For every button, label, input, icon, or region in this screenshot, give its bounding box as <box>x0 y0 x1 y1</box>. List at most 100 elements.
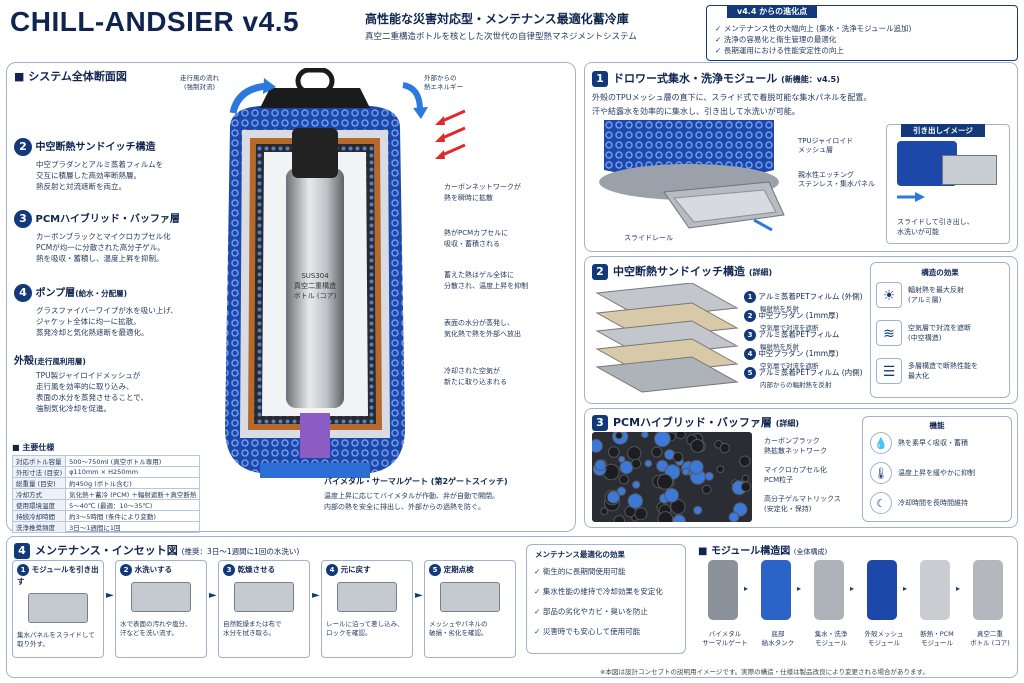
module-illustration <box>761 560 791 620</box>
maint-effect-text: 集水性能の維持で冷却効果を安定化 <box>542 587 663 596</box>
module-arrow-icon: ▸ <box>797 584 802 593</box>
specs-title: ■ 主要仕様 <box>12 443 55 452</box>
left-section-title: 外殻(走行風利用層) <box>14 352 204 367</box>
maintenance-step: 5 定期点検メッシュやパネルの 破損・劣化を確認。 <box>424 560 516 658</box>
v44-item: ✓ メンテナンス性の大幅向上 (集水・洗浄モジュール追加) <box>715 23 911 34</box>
step-illustration <box>440 582 500 612</box>
layer-item: 5 アルミ蒸着PETフィルム (内側)内部からの輻射熱を反射 <box>744 367 863 389</box>
pcm-function: 🌡温度上昇を緩やかに抑制 <box>870 462 975 484</box>
pcm-illustration <box>592 432 752 522</box>
left-section: 2 中空断熱サンドイッチ構造中空プラダンとアルミ蒸着フィルムを 交互に積層した高… <box>14 138 204 192</box>
pcm-function-text: 温度上昇を緩やかに抑制 <box>898 469 975 477</box>
step-title: 定期点検 <box>443 565 474 574</box>
maint-effects-box: メンテナンス最適化の効果 <box>526 544 686 654</box>
check-icon: ✓ <box>715 35 724 44</box>
step-illustration <box>337 582 397 612</box>
sandwich-effects-title: 構造の効果 <box>921 268 959 277</box>
check-icon: ✓ <box>715 46 724 55</box>
maint-effect-text: 部品の劣化やカビ・臭いを防止 <box>542 607 648 616</box>
maintenance-step: 4 元に戻すレールに沿って差し込み、 ロックを確認。 <box>321 560 413 658</box>
step-arrow-icon: ► <box>415 590 423 601</box>
step-illustration <box>131 582 191 612</box>
check-icon: ✓ <box>534 567 543 576</box>
sandwich-effects-box: 構造の効果 <box>870 262 1010 398</box>
step-text: 自然乾燥または布で 水分を拭き取る。 <box>223 620 282 637</box>
maint-effect: ✓ 集水性能の維持で冷却効果を安定化 <box>534 586 663 597</box>
v44-list: ✓ メンテナンス性の大幅向上 (集水・洗浄モジュール追加)✓ 洗浄の容易化と衛生… <box>715 23 911 56</box>
step-number-badge: 5 <box>429 564 441 576</box>
module-label: 集水・洗浄 モジュール <box>814 630 848 647</box>
section-number-badge: 4 <box>14 284 32 302</box>
left-section: 3 PCMハイブリッド・バッファ層カーボンブラックとマイクロカプセル化 PCMが… <box>14 210 204 264</box>
spec-value: 3日〜1週間に1回 <box>65 521 201 533</box>
pcm-function: 💧熱を素早く吸収・蓄積 <box>870 432 968 454</box>
spec-value: 約3〜5時間 (条件により変動) <box>65 510 201 522</box>
module-label: 真空二重 ボトル (コア) <box>970 630 1010 647</box>
pcm-label: カーボンブラック 熱拡散ネットワーク <box>764 437 827 455</box>
v44-changes-box: v4.4 からの進化点 ✓ メンテナンス性の大幅向上 (集水・洗浄モジュール追加… <box>706 5 1018 61</box>
layer-item: 3 アルミ蒸着PETフィルム輻射熱を反射 <box>744 329 839 351</box>
check-icon: ✓ <box>534 587 543 596</box>
drawer-illustration <box>599 120 785 232</box>
module-illustration <box>973 560 1003 620</box>
layer-desc: 内部からの輻射熱を反射 <box>760 381 832 389</box>
step-arrow-icon: ► <box>209 590 217 601</box>
spec-key: 外形寸法 (目安) <box>11 466 67 478</box>
step-number-badge: 2 <box>120 564 132 576</box>
pcm-title-sub: (詳細) <box>775 419 800 428</box>
page-subtitle: 高性能な災害対応型・メンテナンス最適化蓄冷庫 <box>365 12 629 26</box>
bimetal-gate <box>300 413 330 458</box>
layer-number-badge: 5 <box>744 367 756 379</box>
pcm-label: マイクロカプセル化 PCM粒子 <box>764 466 827 484</box>
spec-key: 洗浄推奨頻度 <box>11 521 67 533</box>
step-title: 乾燥させる <box>237 565 276 574</box>
spec-value: 気化熱＋蓄冷 (PCM) ＋輻射遮断＋真空断熱 <box>65 488 201 500</box>
left-section-text: 中空プラダンとアルミ蒸着フィルムを 交互に積層した高効率断熱層。 熱反射と対流遮… <box>36 160 164 191</box>
wave-icon: ≋ <box>876 320 902 346</box>
system-title: ■ システム全体断面図 <box>14 70 127 83</box>
pcm-function-text: 熱を素早く吸収・蓄積 <box>898 439 968 447</box>
left-section-title: 4 ポンプ層(給水・分配層) <box>14 284 204 302</box>
spec-row: 冷却方式気化熱＋蓄冷 (PCM) ＋輻射遮断＋真空断熱 <box>11 488 201 500</box>
pcm-number-badge: 3 <box>592 415 608 431</box>
layer-item: 1 アルミ蒸着PETフィルム (外側)輻射熱を反射 <box>744 291 863 313</box>
layers-icon: ☰ <box>876 358 902 384</box>
left-section: 外殻(走行風利用層)TPU製ジャイロイドメッシュが 走行風を効率的に取り込み、 … <box>14 352 204 414</box>
step-text: メッシュやパネルの 破損・劣化を確認。 <box>429 620 488 637</box>
step-text: 集水パネルをスライドして 取り外す。 <box>17 631 95 648</box>
module-illustration <box>814 560 844 620</box>
spec-key: 持続冷却時間 <box>11 510 67 522</box>
spec-key: 総重量 (目安) <box>11 477 67 489</box>
label-etching-panel: 親水性エッチング ステンレス・集水パネル <box>798 171 875 188</box>
step-illustration <box>234 582 294 612</box>
check-icon: ✓ <box>534 607 543 616</box>
module-illustration <box>920 560 950 620</box>
maint-effect-text: 衛生的に長期間使用可能 <box>542 567 626 576</box>
v44-item-text: 洗浄の容易化と衛生管理の最適化 <box>723 35 837 44</box>
spec-row: 外形寸法 (目安)φ110mm × H250mm <box>11 466 201 478</box>
pcm-function-text: 冷却時間を長時間維持 <box>898 499 968 507</box>
layer-item: 4 中空プラダン (1mm厚)空気層で対流を遮断 <box>744 348 839 370</box>
left-section: 4 ポンプ層(給水・分配層)グラスファイバーワイプが水を吸い上げ、 ジャケット全… <box>14 284 204 338</box>
heat-ray-icons <box>435 109 466 159</box>
pcm-functions-box: 機能 <box>862 416 1012 522</box>
drawer-title-text: ドロワー式集水・洗浄モジュール <box>613 72 778 85</box>
sandwich-effect: ☰多層構造で断熱性能を 最大化 <box>876 358 978 384</box>
v44-item-text: 長期運用における性能安定性の向上 <box>723 46 844 55</box>
pull-arrow-icon <box>897 192 925 202</box>
left-section-title-text: 外殻 <box>14 356 34 367</box>
heat-flow-arrow-icon <box>402 82 428 119</box>
left-section-title-text: ポンプ層 <box>35 288 76 299</box>
sandwich-number-badge: 2 <box>592 264 608 280</box>
module-arrow-icon: ▸ <box>850 584 855 593</box>
left-section-title: 3 PCMハイブリッド・バッファ層 <box>14 210 204 228</box>
v44-title: v4.4 からの進化点 <box>727 5 818 18</box>
module-label: 底部 給水タンク <box>761 630 795 647</box>
drawer-desc-1: 外殻のTPUメッシュ層の直下に、スライド式で着脱可能な集水パネルを配置。 <box>592 93 872 102</box>
